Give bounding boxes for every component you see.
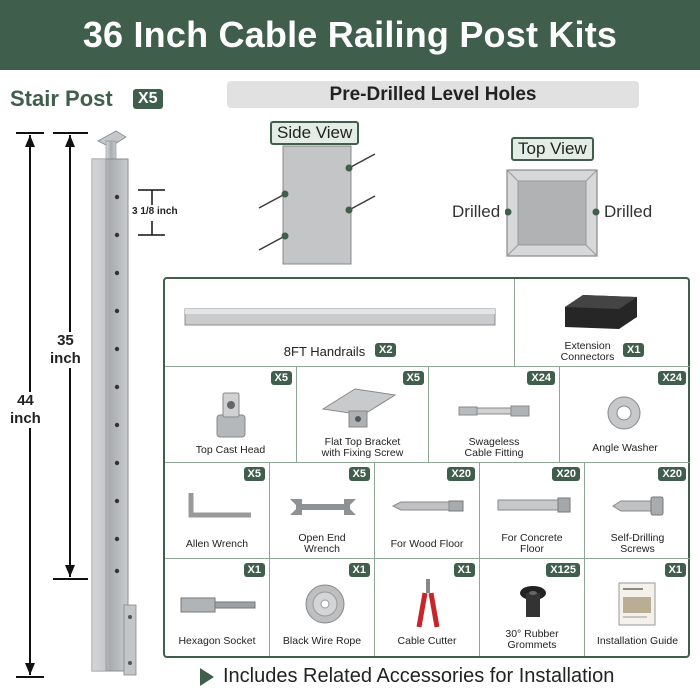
stair-post-illustration (16, 130, 165, 678)
item-swageless-cable-fitting: X24 Swageless Cable Fitting (429, 367, 560, 463)
item-label: Open End Wrench (298, 532, 346, 555)
item-rubber-grommets: X125 30° Rubber Grommets (480, 559, 585, 656)
wood-screw-icon (391, 500, 464, 512)
side-view-label: Side View (270, 121, 360, 145)
self-drilling-screw-icon (612, 496, 664, 516)
accessories-grid: 8FT Handrails X2 Extension Connectors X1… (163, 277, 690, 658)
cast-head-icon (216, 392, 246, 438)
top-view-label: Top View (511, 137, 594, 161)
qty-badge: X5 (243, 467, 265, 481)
play-triangle-icon (200, 667, 214, 686)
item-flat-top-bracket: X5 Flat Top Bracket with Fixing Screw (297, 367, 429, 463)
item-black-wire-rope: X1 Black Wire Rope (270, 559, 375, 656)
item-allen-wrench: X5 Allen Wrench (165, 463, 270, 559)
item-open-end-wrench: X5 Open End Wrench (270, 463, 375, 559)
item-wood-floor-screws: X20 For Wood Floor (375, 463, 480, 559)
item-label: Self-Drilling Screws (610, 532, 665, 555)
guide-icon (618, 582, 656, 626)
qty-badge: X20 (552, 467, 580, 481)
qty-badge: X24 (658, 371, 686, 385)
item-label: Flat Top Bracket with Fixing Screw (321, 436, 404, 459)
hex-socket-icon (180, 597, 256, 613)
qty-badge: X2 (375, 343, 397, 357)
item-label: Swageless Cable Fitting (464, 436, 524, 459)
item-installation-guide: X1 Installation Guide (585, 559, 690, 656)
top-view-diagram (505, 169, 600, 257)
height-44-label: 44 inch (10, 392, 41, 428)
cable-cutter-icon (416, 579, 440, 628)
drilled-right-label: Drilled (604, 202, 653, 221)
item-label: 30° Rubber Grommets (505, 628, 559, 651)
extension-connector-icon (565, 295, 637, 329)
item-cable-cutter: X1 Cable Cutter (375, 559, 480, 656)
item-self-drilling-screws: X20 Self-Drilling Screws (585, 463, 690, 559)
qty-badge: X24 (527, 371, 555, 385)
height-35-label: 35 inch (50, 332, 81, 368)
item-label: Angle Washer (592, 442, 658, 454)
qty-badge: X1 (623, 343, 645, 357)
item-angle-washer: X24 Angle Washer (560, 367, 690, 463)
wire-rope-icon (305, 584, 345, 624)
wrench-icon (290, 499, 356, 515)
footer-note: Includes Related Accessories for Install… (200, 665, 614, 688)
item-label: Allen Wrench (185, 538, 249, 550)
item-concrete-floor-anchors: X20 For Concrete Floor (480, 463, 585, 559)
stair-post-qty-badge: X5 (133, 89, 163, 109)
concrete-anchor-icon (497, 497, 571, 513)
qty-badge: X5 (402, 371, 424, 385)
item-handrails: 8FT Handrails X2 (165, 279, 515, 367)
item-hexagon-socket: X1 Hexagon Socket (165, 559, 270, 656)
item-extension-connectors: Extension Connectors X1 (515, 279, 690, 367)
washer-icon (607, 396, 641, 430)
spacing-label: 3 1/8 inch (132, 206, 178, 217)
side-view-diagram (258, 145, 376, 265)
cable-fitting-icon (458, 405, 530, 417)
qty-badge: X125 (546, 563, 580, 577)
bracket-icon (321, 388, 397, 428)
item-label: For Wood Floor (390, 538, 464, 550)
item-label: Cable Cutter (397, 635, 457, 647)
predrilled-banner: Pre-Drilled Level Holes (227, 81, 639, 108)
item-label: 8FT Handrails (283, 344, 366, 359)
item-label: Installation Guide (596, 635, 679, 647)
qty-badge: X1 (243, 563, 265, 577)
qty-badge: X5 (348, 467, 370, 481)
qty-badge: X1 (453, 563, 475, 577)
allen-wrench-icon (188, 493, 251, 518)
footer-text: Includes Related Accessories for Install… (223, 665, 615, 687)
grommet-icon (520, 586, 546, 617)
handrail-icon (184, 308, 496, 326)
item-label: Black Wire Rope (282, 635, 362, 647)
stair-post-title: Stair Post (10, 86, 113, 111)
item-label: Top Cast Head (195, 444, 266, 456)
qty-badge: X1 (348, 563, 370, 577)
item-label: Hexagon Socket (178, 635, 256, 647)
item-top-cast-head: X5 Top Cast Head (165, 367, 297, 463)
page-header: 36 Inch Cable Railing Post Kits (0, 0, 700, 70)
item-label: For Concrete Floor (501, 532, 563, 555)
qty-badge: X1 (664, 563, 686, 577)
page-title: 36 Inch Cable Railing Post Kits (82, 14, 618, 55)
item-label: Extension Connectors (560, 340, 615, 363)
qty-badge: X5 (270, 371, 292, 385)
qty-badge: X20 (658, 467, 686, 481)
qty-badge: X20 (447, 467, 475, 481)
drilled-left-label: Drilled (452, 202, 501, 221)
